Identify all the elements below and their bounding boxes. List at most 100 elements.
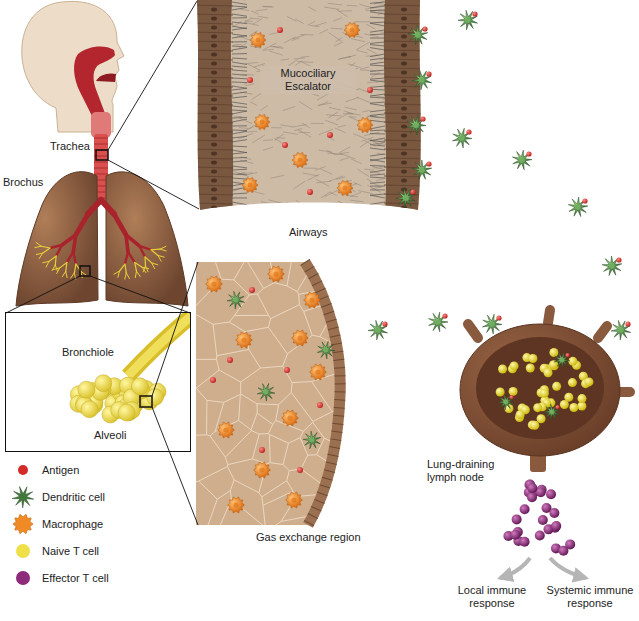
antigen <box>556 405 560 409</box>
cilia <box>367 49 377 54</box>
bronchial-tree <box>119 264 124 271</box>
airway-illustration <box>401 98 407 102</box>
macrophage <box>206 276 223 292</box>
cilia <box>244 18 251 23</box>
airway-illustration <box>370 170 385 172</box>
panel-caption: Gas exchange region <box>256 531 361 544</box>
cilia <box>250 102 257 106</box>
panel-caption: Airways <box>289 226 328 239</box>
bronchial-tree <box>35 214 166 279</box>
response-arrow <box>550 558 586 578</box>
cilia <box>345 98 358 102</box>
legend-swatch <box>16 544 30 558</box>
naive-t-cell <box>498 364 507 373</box>
dendritic-cell <box>257 383 275 401</box>
cilia <box>315 166 326 170</box>
airway-illustration <box>384 41 430 42</box>
macrophage <box>292 330 309 346</box>
naive-t-cell <box>568 378 577 387</box>
macrophage <box>233 502 238 507</box>
effector-t-cell <box>538 515 548 525</box>
legend-swatch <box>13 514 33 533</box>
dendritic-cell <box>554 352 570 368</box>
dendritic-cell <box>429 312 448 332</box>
airway-illustration <box>232 58 247 60</box>
airway-illustration <box>232 6 247 8</box>
airway-illustration <box>190 158 233 159</box>
macrophage <box>287 415 292 420</box>
head-illustration <box>94 137 108 138</box>
macrophage <box>297 335 302 340</box>
lymph-node-illustration <box>468 324 478 338</box>
dendritic-cell <box>303 431 321 449</box>
cilia <box>296 200 308 208</box>
airway-illustration <box>384 59 430 60</box>
bronchial-tree <box>62 235 76 245</box>
macrophage <box>218 422 235 438</box>
airway-illustration <box>384 185 430 186</box>
airway-illustration <box>370 133 385 134</box>
airway-illustration <box>370 48 385 50</box>
cilia <box>357 50 368 53</box>
airway-illustration <box>232 178 247 179</box>
airway-illustration <box>401 17 407 21</box>
cilia <box>303 204 315 206</box>
cilia <box>240 9 249 10</box>
airway-illustration <box>232 28 247 30</box>
airway-illustration <box>370 80 385 82</box>
airway-illustration <box>190 203 233 204</box>
cilia <box>280 125 292 127</box>
airway-illustration <box>190 176 233 177</box>
airway-illustration <box>370 12 385 14</box>
dendritic-cell <box>415 32 420 37</box>
cilia <box>295 19 304 24</box>
cilia <box>251 191 264 195</box>
dendritic-cell <box>419 167 424 172</box>
cilia <box>321 192 330 198</box>
bronchial-tree <box>142 267 146 272</box>
airway-illustration <box>211 98 217 102</box>
airway-illustration <box>232 70 247 71</box>
airway-illustration <box>232 111 247 114</box>
dendritic-cell <box>303 431 321 449</box>
cilia <box>298 130 311 138</box>
cilia <box>261 201 273 204</box>
macrophage <box>357 117 373 132</box>
airway-illustration <box>211 71 217 75</box>
cilia <box>263 139 273 141</box>
cilia <box>367 82 377 83</box>
response-label: Systemic immune response <box>546 584 634 610</box>
airway-illustration <box>370 38 385 39</box>
bronchial-tree <box>60 262 67 267</box>
effector-t-cell <box>520 504 530 514</box>
node-caption: Lung-draining lymph node <box>427 458 507 484</box>
airway-illustration <box>370 182 385 183</box>
head-illustration <box>74 47 115 116</box>
legend-swatch <box>10 512 36 536</box>
airway-illustration <box>370 94 385 96</box>
airway-illustration <box>232 88 247 90</box>
dendritic-cell <box>611 320 631 340</box>
dendritic-cell <box>560 358 564 362</box>
airway-illustration <box>401 134 407 138</box>
antigen <box>247 77 253 83</box>
airway-illustration <box>190 77 233 78</box>
cilia <box>253 19 263 25</box>
dendritic-cell <box>482 314 502 334</box>
cilia <box>320 169 332 174</box>
cilia <box>303 173 319 176</box>
antigen <box>282 142 288 148</box>
lungs-illustration <box>16 172 98 306</box>
cilia <box>269 51 282 55</box>
antigen <box>317 402 323 408</box>
dendritic-cell <box>498 394 514 410</box>
macrophage <box>260 120 265 125</box>
airway-illustration <box>190 149 233 150</box>
dendritic-cell <box>482 314 502 334</box>
legend-swatch <box>10 458 36 482</box>
legend-text: Macrophage <box>42 518 103 531</box>
naive-t-cell <box>510 361 519 370</box>
airway-illustration <box>370 6 385 8</box>
cilia <box>340 157 350 160</box>
airway-illustration <box>190 122 233 123</box>
